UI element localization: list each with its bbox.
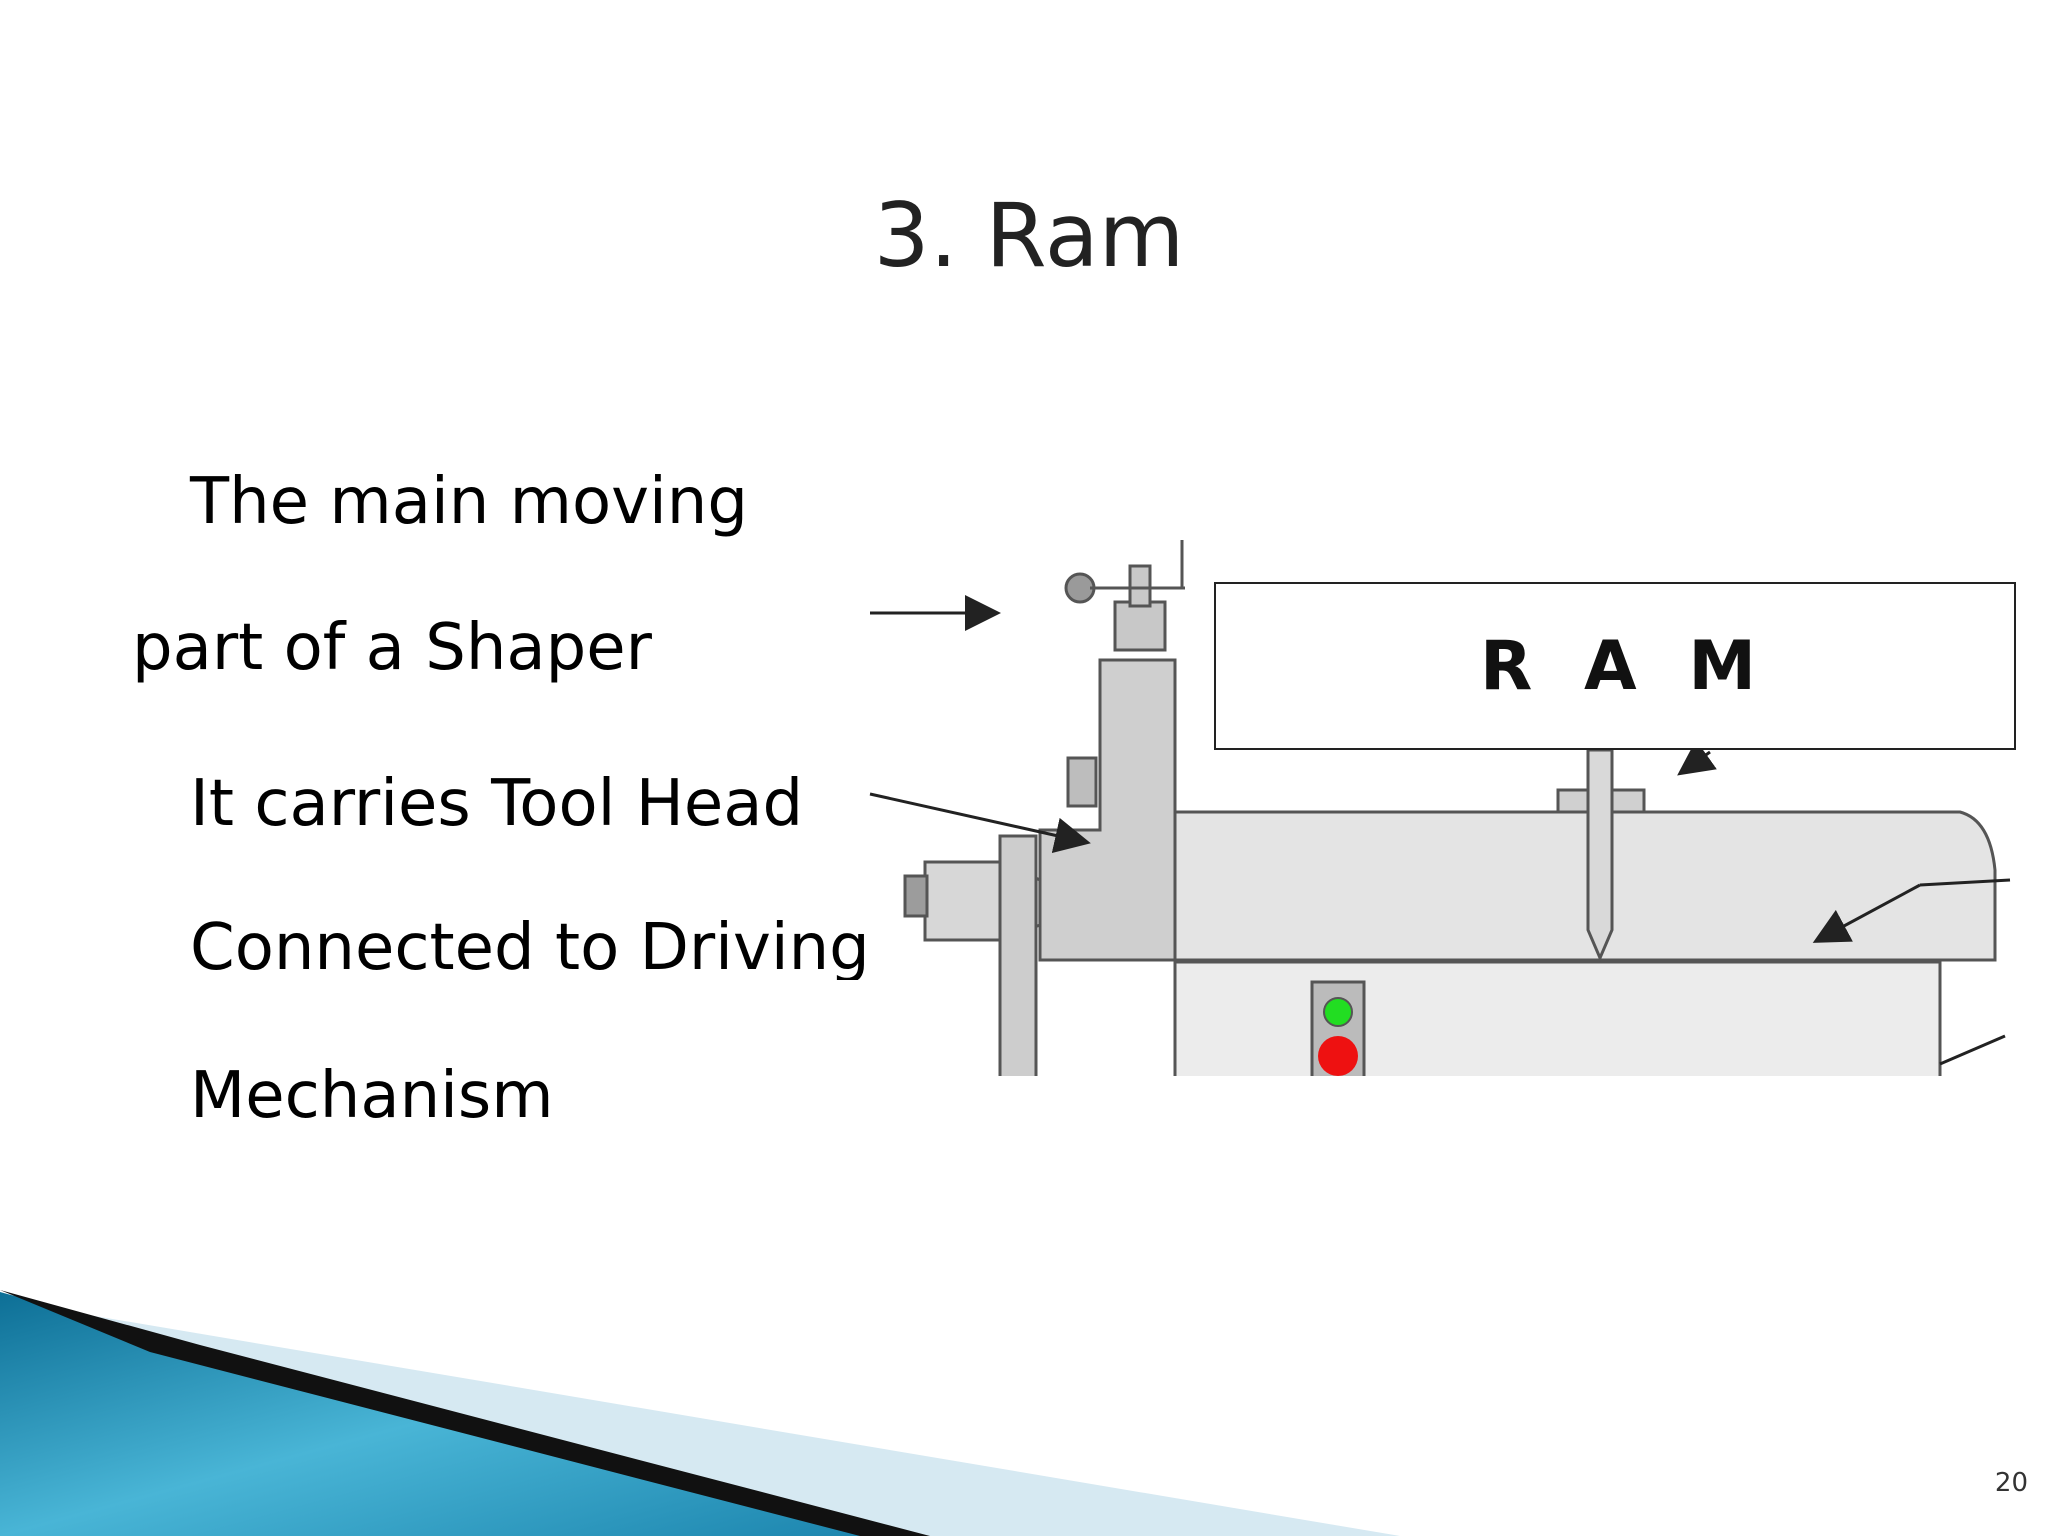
page-number: 20: [1994, 1468, 2028, 1498]
ram-label-text: R A M: [1479, 626, 1770, 706]
body-line-5: Mechanism: [190, 1059, 554, 1133]
body-line-4: Connected to Driving: [190, 916, 870, 980]
indicator-green-light: [1323, 997, 1353, 1027]
body-line-3: It carries Tool Head: [190, 767, 804, 841]
body-line-2: part of a Shaper: [132, 611, 652, 685]
ram-label-box: R A M: [1214, 582, 2016, 750]
body-line-1: The main moving: [190, 465, 748, 539]
slide-title: 3. Ram: [873, 184, 1185, 287]
